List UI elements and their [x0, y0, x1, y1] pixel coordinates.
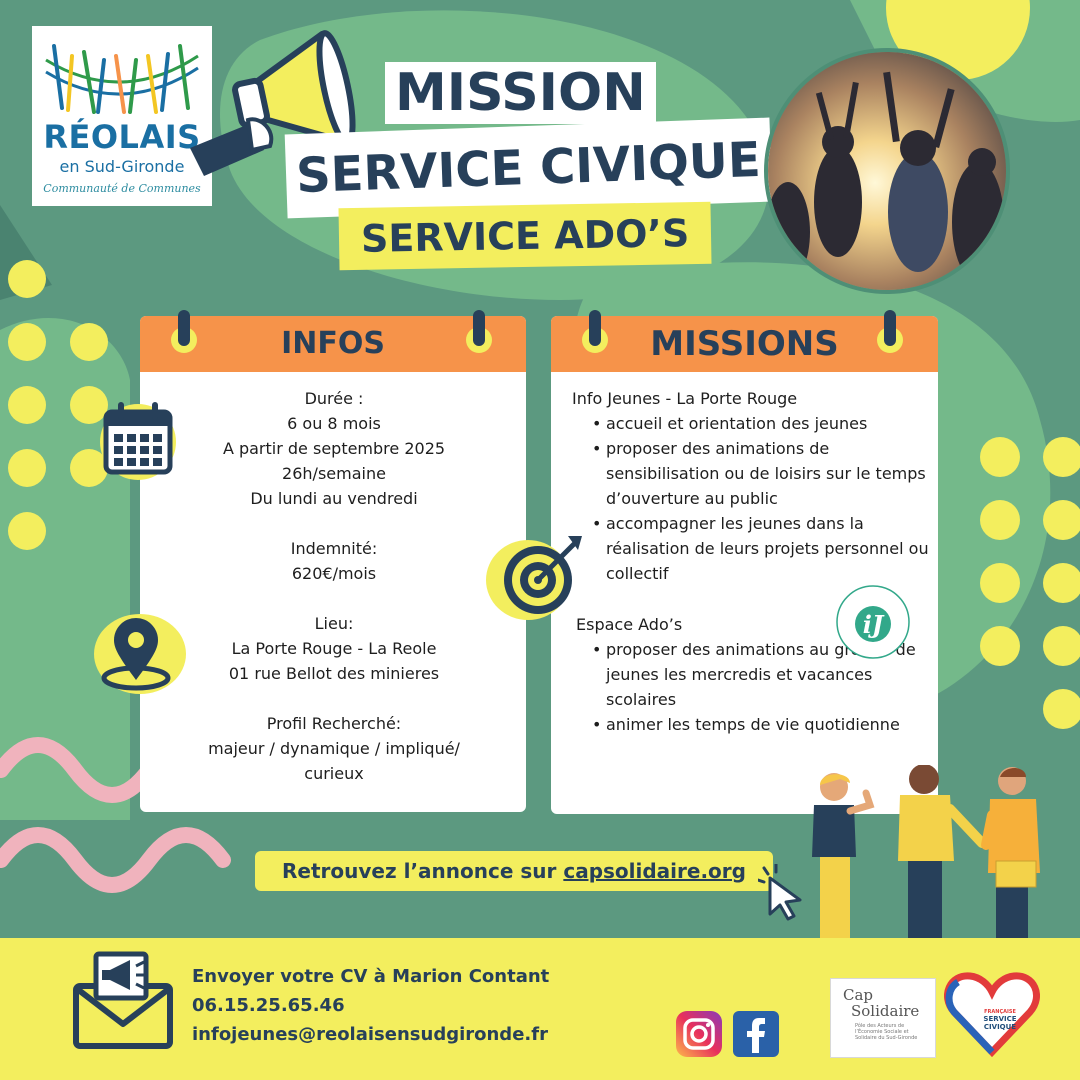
profile-line1: majeur / dynamique / impliqué/ — [208, 739, 460, 758]
profile-line2: curieux — [304, 764, 364, 783]
section-info-jeunes-list: accueil et orientation des jeunes propos… — [572, 411, 934, 586]
cta-link[interactable]: capsolidaire.org — [563, 859, 746, 883]
service-civique-title: SERVICE CIVIQUE — [983, 1015, 1017, 1031]
instagram-icon[interactable] — [676, 1011, 722, 1057]
cap-solidaire-description: Pôle des Acteurs de l’Économie Sociale e… — [855, 1023, 918, 1041]
list-item: accueil et orientation des jeunes — [572, 411, 934, 436]
dot — [980, 500, 1020, 540]
card-ring — [884, 310, 896, 346]
place-line1: La Porte Rouge - La Reole — [231, 639, 437, 658]
contact-phone[interactable]: 06.15.25.65.46 — [192, 995, 345, 1016]
card-ring — [589, 310, 601, 346]
duration-value: 6 ou 8 mois — [287, 414, 381, 433]
infos-heading: INFOS — [140, 316, 526, 372]
dot — [70, 449, 108, 487]
title-mission: MISSION — [385, 62, 656, 124]
title-service-ados: SERVICE ADO’S — [338, 201, 712, 271]
place-label: Lieu: — [314, 614, 354, 633]
dot — [980, 626, 1020, 666]
start-date: A partir de septembre 2025 — [222, 439, 446, 458]
cursor-icon — [758, 864, 802, 921]
dot — [8, 512, 46, 550]
duration-label: Durée : — [304, 389, 364, 408]
cap-title-line1: Cap — [843, 986, 874, 1004]
days: Du lundi au vendredi — [250, 489, 418, 508]
dot — [1043, 437, 1080, 477]
calendar-icon — [100, 402, 176, 480]
hours: 26h/semaine — [282, 464, 386, 483]
service-civique-text: FRANÇAISE SERVICE CIVIQUE — [977, 1009, 1023, 1031]
svg-text:iJ: iJ — [863, 610, 885, 639]
list-item: accompagner les jeunes dans la réalisati… — [572, 511, 934, 586]
facebook-icon[interactable] — [733, 1011, 779, 1057]
infos-body: Durée : 6 ou 8 mois A partir de septembr… — [150, 386, 518, 811]
section-espace-ados-title: Espace Ado’s — [576, 615, 683, 634]
card-ring — [473, 310, 485, 346]
duration-block: Durée : 6 ou 8 mois A partir de septembr… — [150, 386, 518, 511]
cta-banner: Retrouvez l’annonce sur capsolidaire.org — [255, 851, 773, 891]
dot — [980, 563, 1020, 603]
cap-solidaire-logo: Cap Solidaire Pôle des Acteurs de l’Écon… — [830, 978, 936, 1058]
location-pin-icon — [94, 614, 186, 694]
service-civique-logo-icon — [944, 972, 1040, 1058]
cap-solidaire-title: Cap Solidaire — [843, 987, 919, 1019]
dot — [70, 323, 108, 361]
infos-card — [140, 316, 526, 812]
profile-label: Profil Recherché: — [266, 714, 402, 733]
contact-email[interactable]: infojeunes@reolaisensudgironde.fr — [192, 1024, 548, 1045]
target-icon — [486, 536, 582, 620]
contact-block: Envoyer votre CV à Marion Contant 06.15.… — [192, 962, 549, 1049]
place-block: Lieu: La Porte Rouge - La Reole 01 rue B… — [150, 611, 518, 686]
logo-emblem-icon — [45, 44, 199, 114]
dot — [70, 386, 108, 424]
place-line2: 01 rue Bellot des minieres — [228, 664, 440, 683]
profile-block: Profil Recherché: majeur / dynamique / i… — [150, 711, 518, 786]
missions-heading: MISSIONS — [551, 316, 938, 372]
cap-title-line2: Solidaire — [851, 1002, 920, 1020]
reolais-logo: RÉOLAIS en Sud-Gironde Communauté de Com… — [32, 26, 212, 206]
dot — [8, 323, 46, 361]
allowance-value: 620€/mois — [291, 564, 377, 583]
contact-cv-line: Envoyer votre CV à Marion Contant — [192, 966, 550, 987]
dot — [8, 260, 46, 298]
dot — [1043, 689, 1080, 729]
missions-body: Info Jeunes - La Porte Rouge accueil et … — [572, 386, 934, 737]
dot — [1043, 563, 1080, 603]
list-item: animer les temps de vie quotidienne — [572, 712, 934, 737]
allowance-block: Indemnité: 620€/mois — [150, 536, 518, 586]
people-illustration — [812, 765, 1040, 945]
dot — [8, 449, 46, 487]
info-jeunes-badge-icon: iJ — [836, 585, 910, 659]
dot — [980, 437, 1020, 477]
list-item: proposer des animations au groupe de jeu… — [572, 637, 934, 712]
card-ring — [178, 310, 190, 346]
youth-party-photo — [764, 48, 1010, 294]
photo-illustration — [768, 52, 1006, 290]
logo-tagline: Communauté de Communes — [43, 182, 201, 195]
dot — [8, 386, 46, 424]
dot — [1043, 500, 1080, 540]
dot — [1043, 626, 1080, 666]
logo-subtitle: en Sud-Gironde — [59, 157, 185, 176]
mail-megaphone-icon — [73, 951, 173, 1049]
service-civique-small: FRANÇAISE — [984, 1009, 1016, 1015]
allowance-label: Indemnité: — [290, 539, 378, 558]
section-espace-ados-list: proposer des animations au groupe de jeu… — [572, 637, 934, 737]
logo-name: RÉOLAIS — [43, 118, 201, 156]
cta-text: Retrouvez l’annonce sur — [282, 859, 564, 883]
list-item: proposer des animations de sensibilisati… — [572, 436, 934, 511]
section-info-jeunes-title: Info Jeunes - La Porte Rouge — [572, 389, 798, 408]
